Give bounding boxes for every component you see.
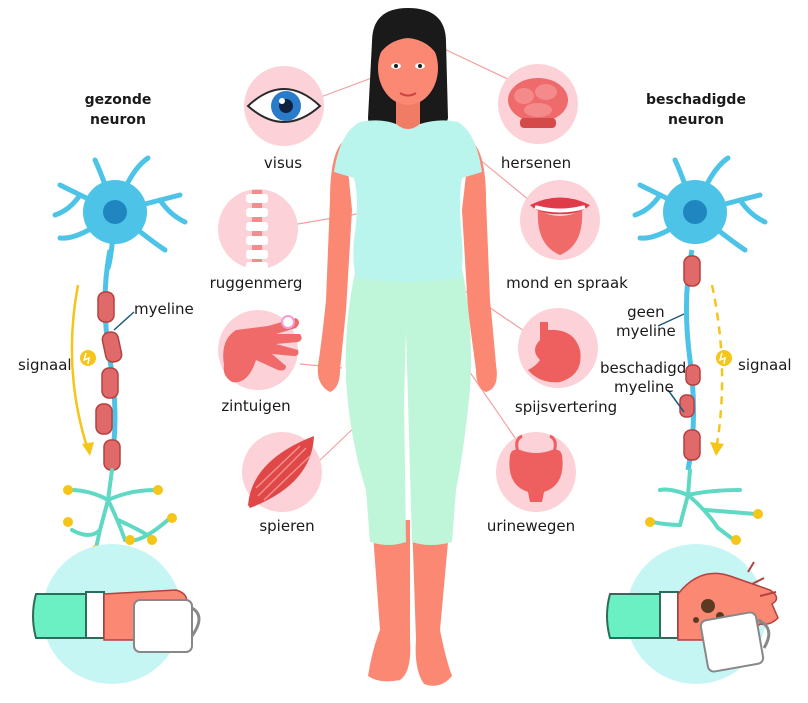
spinal-cord-icon — [218, 189, 298, 270]
senses-icon — [218, 310, 302, 390]
healthy-neuron-title: gezonde neuron — [68, 90, 168, 130]
senses-label: zintuigen — [221, 397, 291, 415]
damaged-signal-label: signaal — [738, 356, 792, 374]
digestion-icon — [518, 308, 598, 388]
no-myelin-line2: myeline — [616, 322, 676, 340]
urinary-label: urinewegen — [486, 517, 576, 535]
damaged-neuron — [606, 155, 779, 684]
no-myelin-line1: geen — [627, 303, 665, 321]
muscles-icon — [242, 432, 322, 512]
brain-label: hersenen — [500, 154, 572, 172]
brain-icon — [498, 64, 578, 144]
healthy-title-line2: neuron — [90, 112, 146, 128]
healthy-title-line1: gezonde — [84, 92, 152, 108]
damaged-title-line2: neuron — [668, 112, 724, 128]
damaged-title-line1: beschadigde — [646, 92, 746, 108]
damaged-myelin-line2: myeline — [614, 378, 674, 396]
human-figure — [317, 8, 497, 686]
myelin-label: myeline — [134, 300, 194, 318]
vision-label: visus — [263, 154, 303, 172]
no-myelin-label: geen myeline — [616, 303, 676, 341]
vision-icon — [244, 66, 324, 146]
damaged-myelin-label: beschadigd myeline — [600, 359, 686, 397]
healthy-neuron — [32, 155, 201, 684]
mouth-label: mond en spraak — [506, 274, 628, 292]
urinary-icon — [496, 432, 576, 512]
mouth-icon — [520, 180, 600, 260]
healthy-signal-label: signaal — [18, 356, 72, 374]
digestion-label: spijsvertering — [514, 398, 618, 416]
damaged-neuron-title: beschadigde neuron — [636, 90, 756, 130]
damaged-myelin-line1: beschadigd — [600, 359, 687, 377]
muscles-label: spieren — [259, 517, 315, 535]
spinal-cord-label: ruggenmerg — [209, 274, 303, 292]
